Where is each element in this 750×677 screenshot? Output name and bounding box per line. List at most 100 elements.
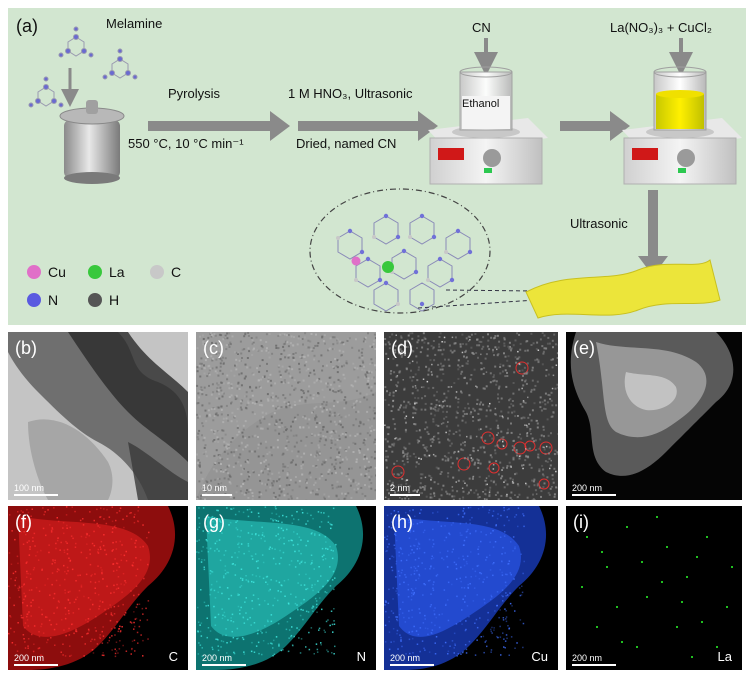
texture-speck xyxy=(524,367,526,369)
texture-speck xyxy=(432,441,434,443)
texture-speck xyxy=(479,617,481,619)
texture-speck xyxy=(248,545,250,547)
texture-speck xyxy=(532,367,534,369)
texture-speck xyxy=(477,450,479,452)
texture-speck xyxy=(278,590,280,592)
texture-speck xyxy=(398,409,400,411)
texture-speck xyxy=(218,389,220,391)
texture-speck xyxy=(23,638,25,640)
texture-speck xyxy=(228,382,230,384)
texture-speck xyxy=(429,580,431,582)
texture-speck xyxy=(392,570,394,572)
texture-speck xyxy=(545,375,547,377)
texture-speck xyxy=(300,615,302,617)
texture-speck xyxy=(374,334,376,336)
texture-speck xyxy=(385,459,387,461)
texture-speck xyxy=(311,442,313,444)
texture-speck xyxy=(535,439,537,441)
texture-speck xyxy=(269,333,271,335)
texture-speck xyxy=(23,544,25,546)
texture-speck xyxy=(553,468,555,470)
texture-speck xyxy=(197,436,199,438)
texture-speck xyxy=(482,346,484,348)
texture-speck xyxy=(504,531,506,533)
texture-speck xyxy=(465,629,467,631)
texture-speck xyxy=(253,343,255,345)
texture-speck xyxy=(201,363,203,365)
panel-label-h: (h) xyxy=(391,512,413,533)
texture-speck xyxy=(359,433,361,435)
texture-speck xyxy=(367,332,369,334)
texture-speck xyxy=(345,495,347,497)
texture-speck xyxy=(231,595,233,597)
texture-speck xyxy=(275,345,277,347)
texture-speck xyxy=(491,596,493,598)
texture-speck xyxy=(370,488,372,490)
texture-speck xyxy=(396,563,398,565)
texture-speck xyxy=(535,489,537,491)
texture-speck xyxy=(197,366,199,368)
texture-speck xyxy=(324,334,326,336)
texture-speck xyxy=(289,629,291,631)
texture-speck xyxy=(369,363,371,365)
texture-speck xyxy=(97,551,99,553)
texture-speck xyxy=(432,421,434,423)
texture-speck xyxy=(343,374,345,376)
texture-speck xyxy=(375,489,377,491)
texture-speck xyxy=(204,447,206,449)
texture-speck xyxy=(262,376,264,378)
texture-speck xyxy=(219,387,221,389)
texture-speck xyxy=(495,408,497,410)
texture-speck xyxy=(220,646,222,648)
texture-speck xyxy=(513,578,515,580)
texture-speck xyxy=(137,569,139,571)
texture-speck xyxy=(345,402,347,404)
texture-speck xyxy=(501,572,503,574)
texture-speck xyxy=(434,354,436,356)
texture-speck xyxy=(32,537,34,539)
texture-speck xyxy=(232,614,234,616)
texture-speck xyxy=(330,337,332,339)
texture-speck xyxy=(457,398,459,400)
texture-speck xyxy=(457,425,459,427)
texture-speck xyxy=(318,434,320,436)
texture-speck xyxy=(270,579,272,581)
texture-speck xyxy=(482,336,484,338)
eds-map-c: (f) 200 nm C xyxy=(8,506,188,670)
texture-speck xyxy=(226,448,228,450)
texture-speck xyxy=(365,337,367,339)
texture-speck xyxy=(283,343,285,345)
texture-speck xyxy=(339,467,341,469)
texture-speck xyxy=(326,621,328,623)
texture-speck xyxy=(221,640,223,642)
texture-speck xyxy=(34,545,36,547)
texture-speck xyxy=(428,370,430,372)
texture-speck xyxy=(68,558,70,560)
texture-speck xyxy=(361,364,363,366)
texture-speck xyxy=(330,361,332,363)
texture-speck xyxy=(510,541,512,543)
texture-speck xyxy=(15,644,17,646)
texture-speck xyxy=(52,563,54,565)
texture-speck xyxy=(303,392,305,394)
texture-speck xyxy=(448,365,450,367)
texture-speck xyxy=(95,582,97,584)
texture-speck xyxy=(305,445,307,447)
texture-speck xyxy=(258,496,260,498)
texture-speck xyxy=(331,472,333,474)
texture-speck xyxy=(414,573,416,575)
texture-speck xyxy=(504,375,506,377)
texture-speck xyxy=(483,652,485,654)
texture-speck xyxy=(505,582,507,584)
texture-speck xyxy=(199,376,201,378)
texture-speck xyxy=(269,451,271,453)
texture-speck xyxy=(251,354,253,356)
texture-speck xyxy=(45,535,47,537)
texture-speck xyxy=(489,541,491,543)
texture-speck xyxy=(255,387,257,389)
texture-speck xyxy=(56,624,58,626)
texture-speck xyxy=(329,523,331,525)
texture-speck xyxy=(271,621,273,623)
texture-speck xyxy=(252,470,254,472)
texture-speck xyxy=(335,463,337,465)
